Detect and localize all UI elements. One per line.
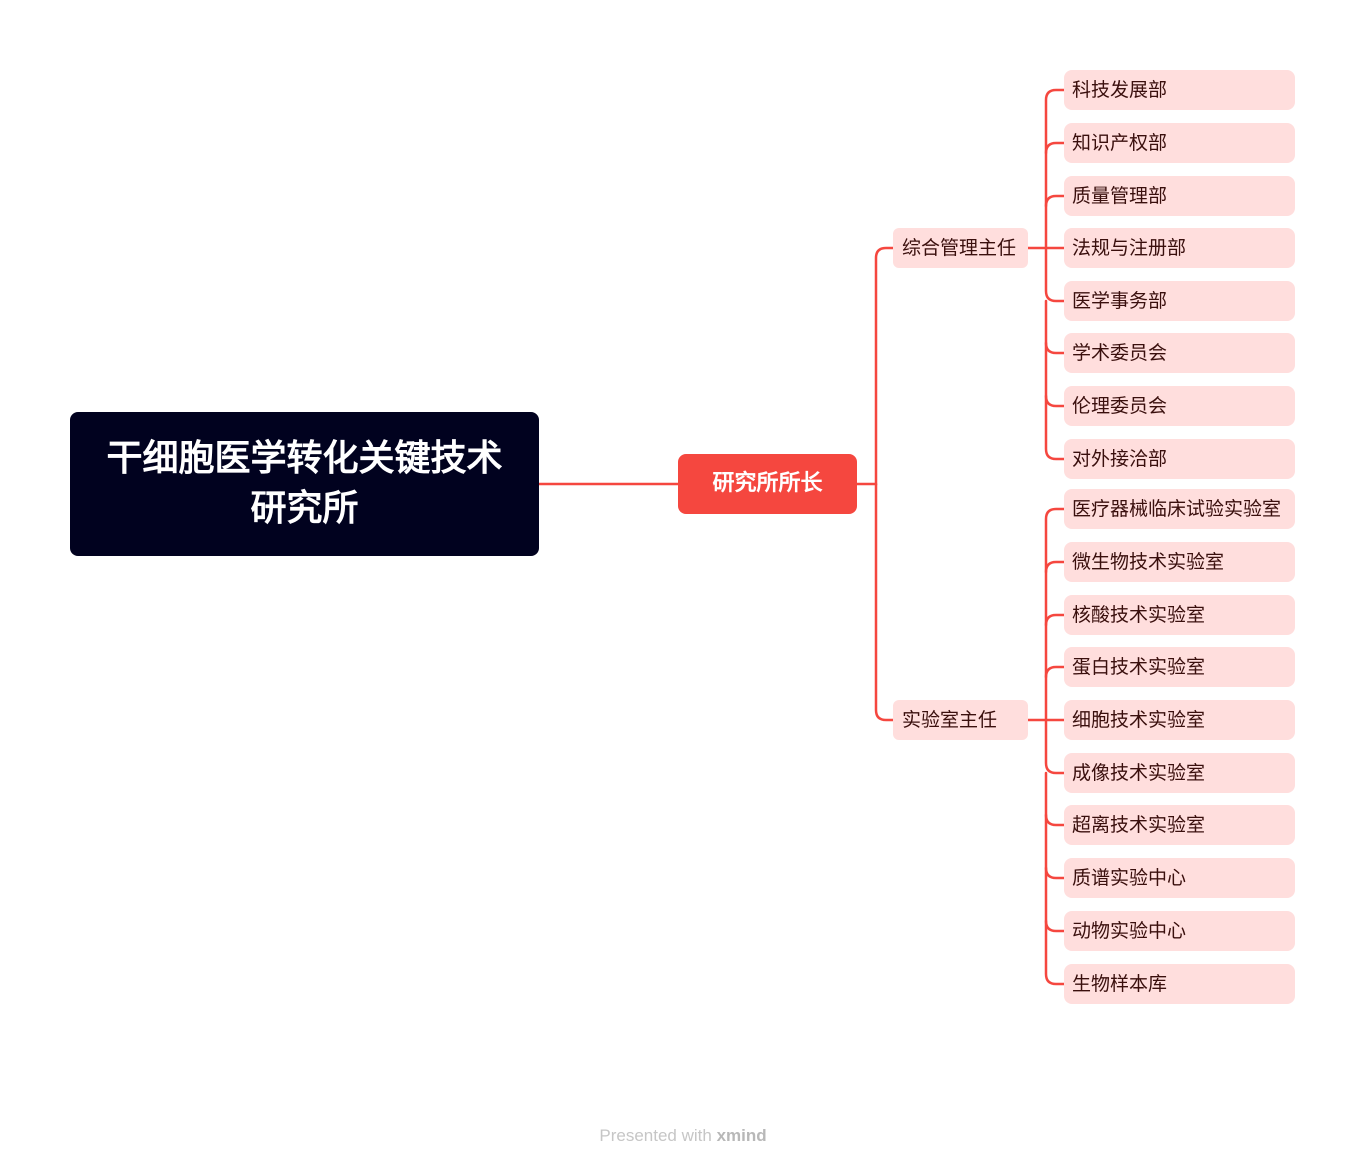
leaf-topic-label: 核酸技术实验室	[1072, 604, 1206, 626]
leaf-topic[interactable]: 蛋白技术实验室	[1064, 647, 1295, 687]
connector-leaf-2-6	[1044, 718, 1066, 775]
connector-leaf-2-8	[1044, 866, 1066, 880]
connector-leaf-2-1	[1044, 507, 1066, 722]
leaf-topic-label: 动物实验中心	[1072, 920, 1187, 942]
footer-prefix: Presented with	[599, 1126, 712, 1145]
leaf-topic-label: 蛋白技术实验室	[1072, 656, 1206, 678]
root-topic[interactable]: 干细胞医学转化关键技术研究所	[70, 412, 539, 556]
footer-credit: Presented with xmind	[0, 1126, 1366, 1146]
leaf-topic-label: 医学事务部	[1072, 290, 1168, 312]
connector-leaf-2-10	[1044, 771, 1066, 986]
leaf-topic[interactable]: 医学事务部	[1064, 281, 1295, 321]
leaf-topic[interactable]: 细胞技术实验室	[1064, 700, 1295, 740]
connector-leaf-1-2	[1044, 141, 1066, 155]
leaf-topic-label: 科技发展部	[1072, 79, 1168, 101]
leaf-topic[interactable]: 对外接洽部	[1064, 439, 1295, 479]
leaf-topic-label: 细胞技术实验室	[1072, 709, 1206, 731]
leaf-topic-label: 伦理委员会	[1072, 395, 1168, 417]
leaf-topic-label: 微生物技术实验室	[1072, 551, 1225, 573]
connector-leaf-2-3	[1044, 613, 1066, 627]
leaf-topic[interactable]: 质量管理部	[1064, 176, 1295, 216]
branch-topic-general-management[interactable]: 综合管理主任	[893, 228, 1028, 268]
leaf-topic-label: 质谱实验中心	[1072, 867, 1187, 889]
connector-leaf-2-4	[1044, 665, 1066, 679]
leaf-topic[interactable]: 科技发展部	[1064, 70, 1295, 110]
connector-director-branch-2	[874, 482, 895, 722]
leaf-topic-label: 学术委员会	[1072, 342, 1168, 364]
connector-leaf-2-9	[1044, 919, 1066, 933]
leaf-topic[interactable]: 伦理委员会	[1064, 386, 1295, 426]
director-topic-label: 研究所所长	[712, 471, 823, 496]
leaf-topic[interactable]: 核酸技术实验室	[1064, 595, 1295, 635]
connector-leaf-1-6	[1044, 341, 1066, 355]
leaf-topic[interactable]: 成像技术实验室	[1064, 753, 1295, 793]
connector-leaf-1-1	[1044, 88, 1066, 250]
leaf-topic[interactable]: 生物样本库	[1064, 964, 1295, 1004]
connector-leaf-1-8	[1044, 299, 1066, 461]
leaf-topic[interactable]: 质谱实验中心	[1064, 858, 1295, 898]
branch-topic-label: 实验室主任	[902, 709, 998, 731]
leaf-topic-label: 知识产权部	[1072, 132, 1168, 154]
connector-director-branch-1	[855, 246, 895, 486]
director-topic[interactable]: 研究所所长	[678, 454, 857, 514]
leaf-topic[interactable]: 知识产权部	[1064, 123, 1295, 163]
leaf-topic[interactable]: 医疗器械临床试验实验室	[1064, 489, 1295, 529]
connector-leaf-1-7	[1044, 394, 1066, 408]
leaf-topic-label: 成像技术实验室	[1072, 762, 1206, 784]
leaf-topic-label: 超离技术实验室	[1072, 814, 1206, 836]
connector-leaf-2-7	[1044, 813, 1066, 827]
leaf-topic-label: 生物样本库	[1072, 973, 1168, 995]
leaf-topic-label: 法规与注册部	[1072, 237, 1187, 259]
branch-topic-label: 综合管理主任	[902, 237, 1017, 259]
connector-leaf-2-2	[1044, 560, 1066, 574]
connector-leaf-1-3	[1044, 194, 1066, 208]
leaf-topic-label: 对外接洽部	[1072, 448, 1168, 470]
xmind-logo: xmind	[716, 1126, 767, 1145]
root-topic-label: 干细胞医学转化关键技术研究所	[106, 438, 503, 529]
leaf-topic[interactable]: 超离技术实验室	[1064, 805, 1295, 845]
leaf-topic[interactable]: 学术委员会	[1064, 333, 1295, 373]
leaf-topic[interactable]: 动物实验中心	[1064, 911, 1295, 951]
leaf-topic[interactable]: 法规与注册部	[1064, 228, 1295, 268]
leaf-topic-label: 医疗器械临床试验实验室	[1072, 498, 1282, 520]
leaf-topic-label: 质量管理部	[1072, 185, 1168, 207]
leaf-topic[interactable]: 微生物技术实验室	[1064, 542, 1295, 582]
branch-topic-laboratory[interactable]: 实验室主任	[893, 700, 1028, 740]
connector-leaf-1-5	[1044, 246, 1066, 303]
